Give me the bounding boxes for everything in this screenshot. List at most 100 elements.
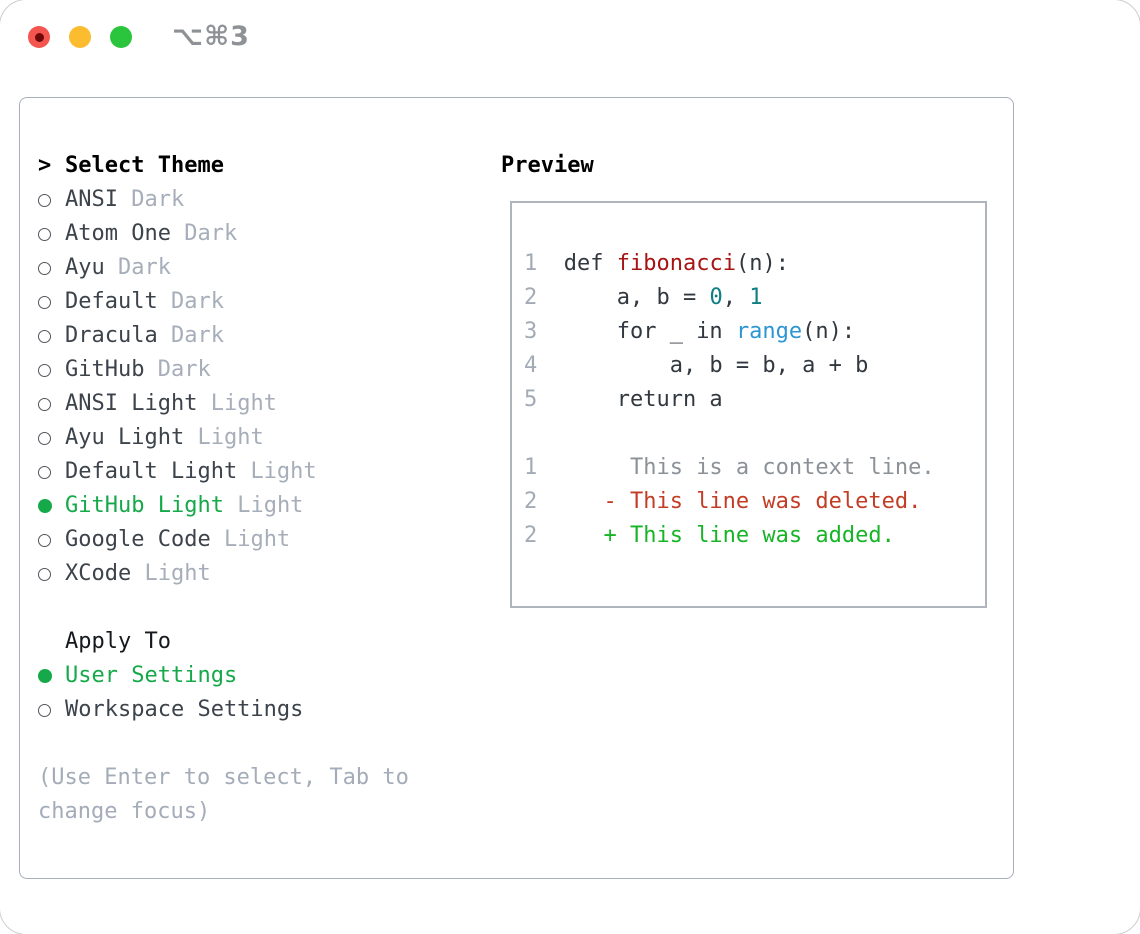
item-variant: Light — [144, 561, 211, 586]
select-theme-header: >Select Theme — [38, 149, 224, 183]
radio-unselected-icon — [38, 261, 51, 275]
theme-item-github[interactable]: GitHub Dark — [38, 353, 317, 387]
line-number: 1 — [524, 251, 538, 276]
blank-line — [524, 417, 985, 451]
radio-unselected-icon — [38, 227, 51, 241]
help-text-line: (Use Enter to select, Tab to — [38, 765, 409, 790]
bullet-slot — [38, 465, 65, 479]
theme-item-github-light[interactable]: GitHub Light Light — [38, 489, 317, 523]
token-del: - This line was deleted. — [537, 489, 922, 514]
line-number: 1 — [524, 455, 538, 480]
token-code: return a — [537, 387, 723, 412]
apply-to-header: Apply To — [65, 629, 171, 654]
radio-unselected-icon — [38, 567, 51, 581]
radio-selected-icon — [38, 669, 52, 683]
line-number: 2 — [524, 285, 538, 310]
token-fn: fibonacci — [616, 251, 736, 276]
radio-selected-icon — [38, 499, 52, 513]
item-variant: Dark — [118, 255, 171, 280]
radio-unselected-icon — [38, 431, 51, 445]
preview-header: Preview — [501, 153, 594, 178]
radio-unselected-icon — [38, 329, 51, 343]
line-number: 3 — [524, 319, 538, 344]
item-variant: Light — [250, 459, 317, 484]
item-label: ANSI Light Light — [65, 391, 277, 416]
theme-item-ansi-light[interactable]: ANSI Light Light — [38, 387, 317, 421]
token-num: 0 — [709, 285, 723, 310]
line-number: 5 — [524, 387, 538, 412]
zoom-button[interactable] — [110, 26, 132, 48]
bullet-slot — [38, 397, 65, 411]
code-line: 5 return a — [524, 383, 985, 417]
bullet-slot — [38, 295, 65, 309]
apply-option-user-settings[interactable]: User Settings — [38, 659, 303, 693]
item-variant: Dark — [131, 187, 185, 212]
code-line: 4 a, b = b, a + b — [524, 349, 985, 383]
radio-unselected-icon — [38, 465, 51, 479]
item-label: GitHub Dark — [65, 357, 211, 382]
minimize-button[interactable] — [69, 26, 91, 48]
bullet-slot — [38, 227, 65, 241]
token-code: a, b = — [537, 285, 710, 310]
diff-line: 2 + This line was added. — [524, 519, 985, 553]
item-label: Google Code Light — [65, 527, 291, 552]
token-code: (n): — [802, 319, 856, 344]
bullet-slot — [38, 669, 65, 683]
item-variant: Dark — [184, 221, 238, 246]
item-label: User Settings — [65, 663, 238, 688]
theme-item-atom-one[interactable]: Atom One Dark — [38, 217, 317, 251]
line-number: 4 — [524, 353, 538, 378]
select-theme-title: Select Theme — [65, 153, 224, 178]
item-label: XCode Light — [65, 561, 211, 586]
item-label: Workspace Settings — [65, 697, 304, 722]
line-number: 2 — [524, 523, 538, 548]
radio-unselected-icon — [38, 533, 51, 547]
item-label: GitHub Light Light — [65, 493, 304, 518]
theme-item-xcode[interactable]: XCode Light — [38, 557, 317, 591]
item-variant: Dark — [157, 357, 211, 382]
theme-item-google-code[interactable]: Google Code Light — [38, 523, 317, 557]
window-title: ⌥⌘3 — [172, 21, 250, 52]
theme-item-default[interactable]: Default Dark — [38, 285, 317, 319]
radio-unselected-icon — [38, 703, 51, 717]
theme-item-ansi[interactable]: ANSI Dark — [38, 183, 317, 217]
bullet-slot — [38, 567, 65, 581]
bullet-slot — [38, 363, 65, 377]
theme-item-ayu[interactable]: Ayu Dark — [38, 251, 317, 285]
radio-unselected-icon — [38, 193, 51, 207]
item-label: Dracula Dark — [65, 323, 224, 348]
item-variant: Light — [223, 527, 291, 552]
item-label: Ayu Light Light — [65, 425, 264, 450]
item-variant: Light — [197, 425, 264, 450]
code-line: 3 for _ in range(n): — [524, 315, 985, 349]
item-variant: Light — [237, 493, 304, 518]
bullet-slot — [38, 499, 65, 513]
radio-unselected-icon — [38, 295, 51, 309]
token-add: + This line was added. — [537, 523, 895, 548]
token-code: , — [722, 285, 750, 310]
bullet-slot — [38, 703, 65, 717]
titlebar: ⌥⌘3 — [0, 0, 1140, 74]
token-code: for _ in — [537, 319, 736, 344]
close-button[interactable] — [28, 26, 50, 48]
item-variant: Light — [210, 391, 277, 416]
apply-option-workspace-settings[interactable]: Workspace Settings — [38, 693, 303, 727]
bullet-slot — [38, 533, 65, 547]
bullet-slot — [38, 329, 65, 343]
code-line: 1 def fibonacci(n): — [524, 247, 985, 281]
bullet-slot — [38, 261, 65, 275]
theme-item-dracula[interactable]: Dracula Dark — [38, 319, 317, 353]
theme-item-ayu-light[interactable]: Ayu Light Light — [38, 421, 317, 455]
diff-line: 2 - This line was deleted. — [524, 485, 985, 519]
code-line: 2 a, b = 0, 1 — [524, 281, 985, 315]
theme-item-default-light[interactable]: Default Light Light — [38, 455, 317, 489]
item-label: Default Dark — [65, 289, 224, 314]
item-variant: Dark — [170, 323, 224, 348]
diff-line: 1 This is a context line. — [524, 451, 985, 485]
item-label: ANSI Dark — [65, 187, 185, 212]
help-text: (Use Enter to select, Tab to change focu… — [38, 761, 409, 829]
token-code: def — [537, 251, 617, 276]
